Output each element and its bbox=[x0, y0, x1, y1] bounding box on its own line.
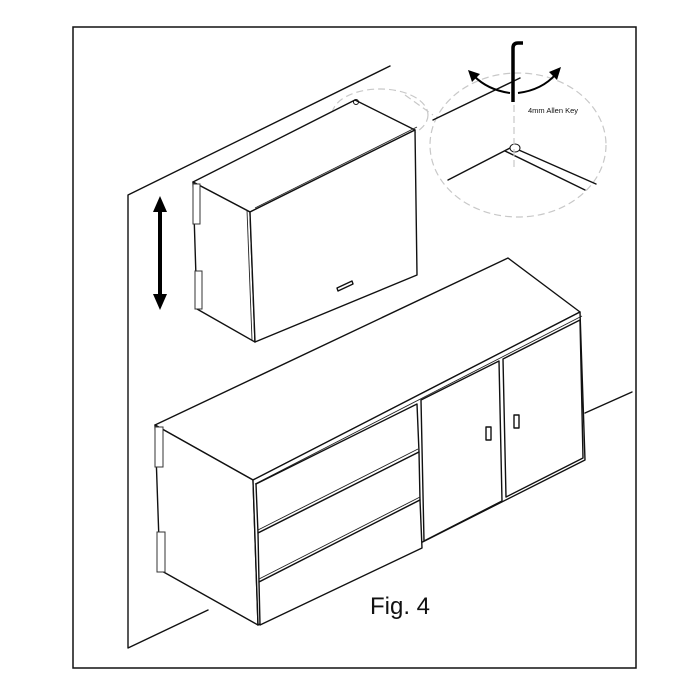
figure-caption: Fig. 4 bbox=[370, 593, 430, 620]
door-right-handle bbox=[513, 414, 520, 429]
drawer-stack bbox=[255, 403, 423, 626]
door-left-handle bbox=[485, 426, 492, 441]
rotate-left-arrow-icon bbox=[473, 75, 511, 94]
wall-bracket-top-left bbox=[192, 183, 201, 225]
wall-bracket-bottom-left bbox=[194, 270, 203, 310]
allen-key-detail: 4mm Allen Key bbox=[432, 41, 597, 191]
door-left bbox=[420, 360, 503, 542]
bolt-hole-icon bbox=[509, 143, 521, 153]
cam-bolt-icon bbox=[353, 99, 359, 105]
drawer-3 bbox=[258, 499, 423, 626]
height-adjust-arrow-icon bbox=[153, 196, 167, 310]
wall-bracket-base-top bbox=[154, 426, 164, 468]
base-cabinet bbox=[154, 257, 586, 626]
wall-bracket-base-bottom bbox=[156, 531, 166, 573]
rotate-right-arrow-icon bbox=[517, 73, 557, 94]
wall bbox=[127, 65, 633, 649]
upper-cabinet bbox=[192, 99, 418, 343]
flap-handle bbox=[336, 280, 354, 292]
allen-key-icon bbox=[511, 41, 523, 102]
figure-frame bbox=[72, 26, 637, 669]
door-right bbox=[502, 319, 584, 498]
allen-key-label: 4mm Allen Key bbox=[528, 106, 578, 115]
